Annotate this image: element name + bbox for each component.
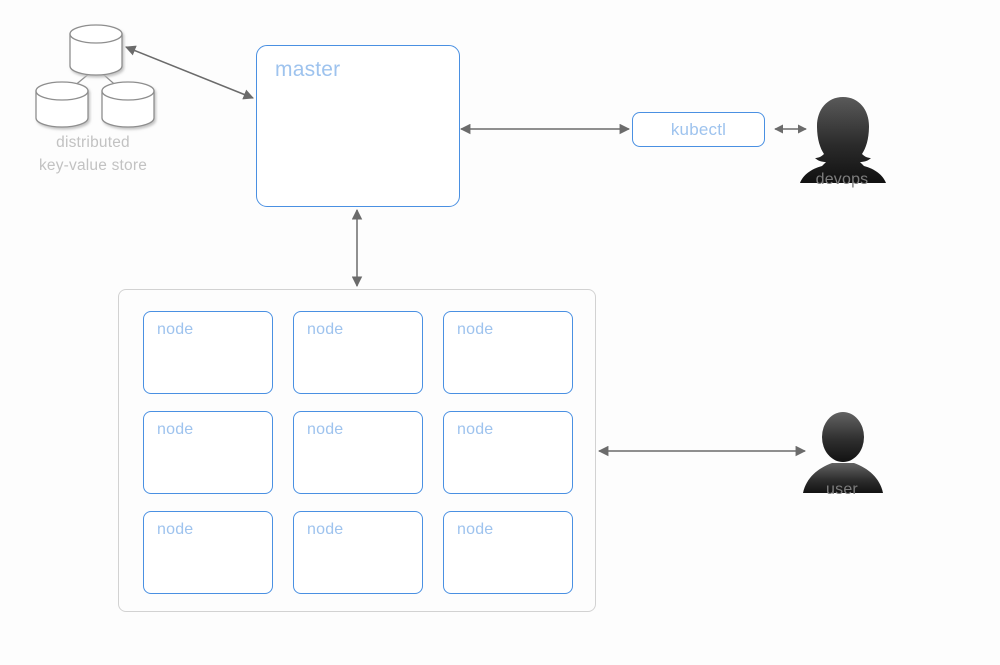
arrow-master-to-kvstore: [125, 45, 254, 100]
node-label: node: [307, 521, 344, 538]
user-avatar-icon: [803, 412, 883, 493]
cluster-container: node node node node node node node node …: [118, 289, 596, 612]
node-label: node: [157, 521, 194, 538]
devops-label: devops: [815, 171, 869, 188]
node-label: node: [307, 421, 344, 438]
kubectl-box[interactable]: kubectl: [632, 112, 765, 147]
database-cylinder-icon: [101, 81, 155, 128]
node-box[interactable]: node: [443, 411, 573, 494]
user-label: user: [826, 481, 858, 498]
node-label: node: [457, 321, 494, 338]
node-box[interactable]: node: [143, 311, 273, 394]
node-box[interactable]: node: [443, 511, 573, 594]
kv-store-caption: distributed key-value store: [0, 131, 186, 177]
node-label: node: [457, 521, 494, 538]
master-label: master: [275, 58, 341, 81]
node-box[interactable]: node: [143, 511, 273, 594]
kv-store-caption-line2: key-value store: [38, 157, 148, 174]
node-label: node: [157, 421, 194, 438]
node-label: node: [307, 321, 344, 338]
master-box[interactable]: master: [256, 45, 460, 207]
devops-avatar-icon: [800, 97, 886, 183]
node-box[interactable]: node: [293, 311, 423, 394]
kubectl-label: kubectl: [670, 119, 727, 139]
kv-store-caption-line1: distributed: [56, 134, 130, 151]
database-cylinder-icon: [69, 24, 123, 76]
node-box[interactable]: node: [443, 311, 573, 394]
node-label: node: [457, 421, 494, 438]
node-box[interactable]: node: [293, 511, 423, 594]
node-label: node: [157, 321, 194, 338]
database-cylinder-icon: [35, 81, 89, 128]
node-box[interactable]: node: [293, 411, 423, 494]
node-box[interactable]: node: [143, 411, 273, 494]
